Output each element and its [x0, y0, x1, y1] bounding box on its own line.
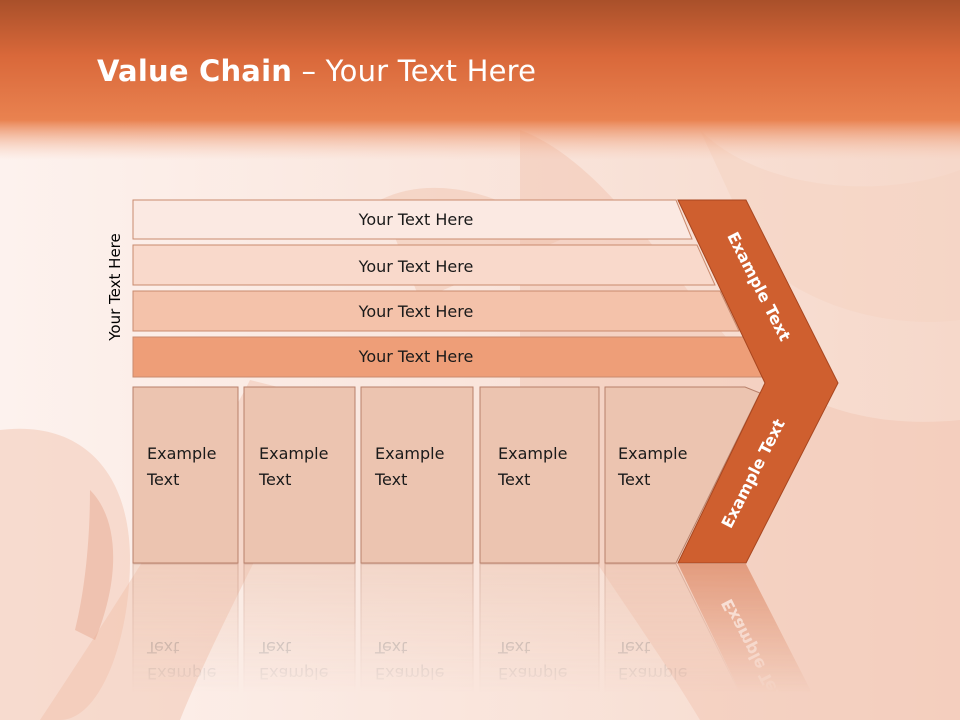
band-3-label: Your Text Here	[358, 302, 474, 321]
reflect-5-line1: Example	[618, 664, 687, 683]
column-3-line1: Example	[375, 444, 444, 463]
column-1[interactable]: Example Text	[132, 386, 239, 564]
title-rest: – Your Text Here	[292, 54, 537, 88]
reflect-2-line1: Example	[259, 664, 328, 683]
page-title: Value Chain – Your Text Here	[97, 54, 536, 88]
column-2-line2: Text	[258, 470, 291, 489]
column-2-line1: Example	[259, 444, 328, 463]
column-5-line1: Example	[618, 444, 687, 463]
reflect-4-line2: Text	[497, 638, 530, 657]
column-3[interactable]: Example Text	[360, 386, 474, 564]
reflect-1-line1: Example	[147, 664, 216, 683]
band-2-label: Your Text Here	[358, 257, 474, 276]
title-bold: Value Chain	[97, 54, 293, 88]
header-band	[0, 0, 960, 160]
reflect-4-line1: Example	[498, 664, 567, 683]
reflect-3-line2: Text	[374, 638, 407, 657]
column-4-line2: Text	[497, 470, 530, 489]
diagram-reflection: Example Text Example Text Example Text E…	[132, 563, 826, 720]
column-1-line2: Text	[146, 470, 179, 489]
band-4-label: Your Text Here	[358, 347, 474, 366]
column-3-line2: Text	[374, 470, 407, 489]
column-4[interactable]: Example Text	[479, 386, 600, 564]
band-3[interactable]: Your Text Here	[132, 290, 740, 332]
reflect-1-line2: Text	[146, 638, 179, 657]
band-4[interactable]: Your Text Here	[132, 336, 764, 378]
reflect-5-line2: Text	[617, 638, 650, 657]
band-2[interactable]: Your Text Here	[132, 244, 716, 286]
column-2[interactable]: Example Text	[243, 386, 356, 564]
column-4-line1: Example	[498, 444, 567, 463]
band-1-label: Your Text Here	[358, 210, 474, 229]
column-1-line1: Example	[147, 444, 216, 463]
band-1[interactable]: Your Text Here	[132, 199, 693, 240]
column-5[interactable]: Example Text	[604, 386, 761, 564]
reflect-3-line1: Example	[375, 664, 444, 683]
reflect-2-line2: Text	[258, 638, 291, 657]
column-5-line2: Text	[617, 470, 650, 489]
